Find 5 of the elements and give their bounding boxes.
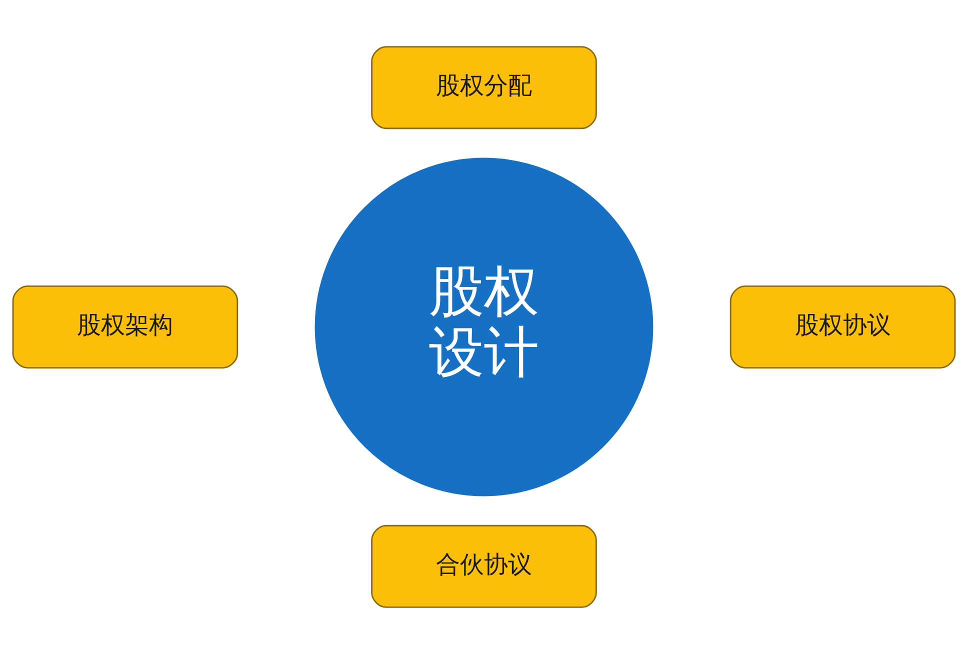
- node-box: 股权架构: [12, 285, 238, 369]
- node-box: 股权协议: [730, 285, 956, 369]
- node-circle: 股权设计: [314, 158, 654, 496]
- node-box: 股权分配: [371, 46, 597, 130]
- node-box: 合伙协议: [371, 524, 597, 608]
